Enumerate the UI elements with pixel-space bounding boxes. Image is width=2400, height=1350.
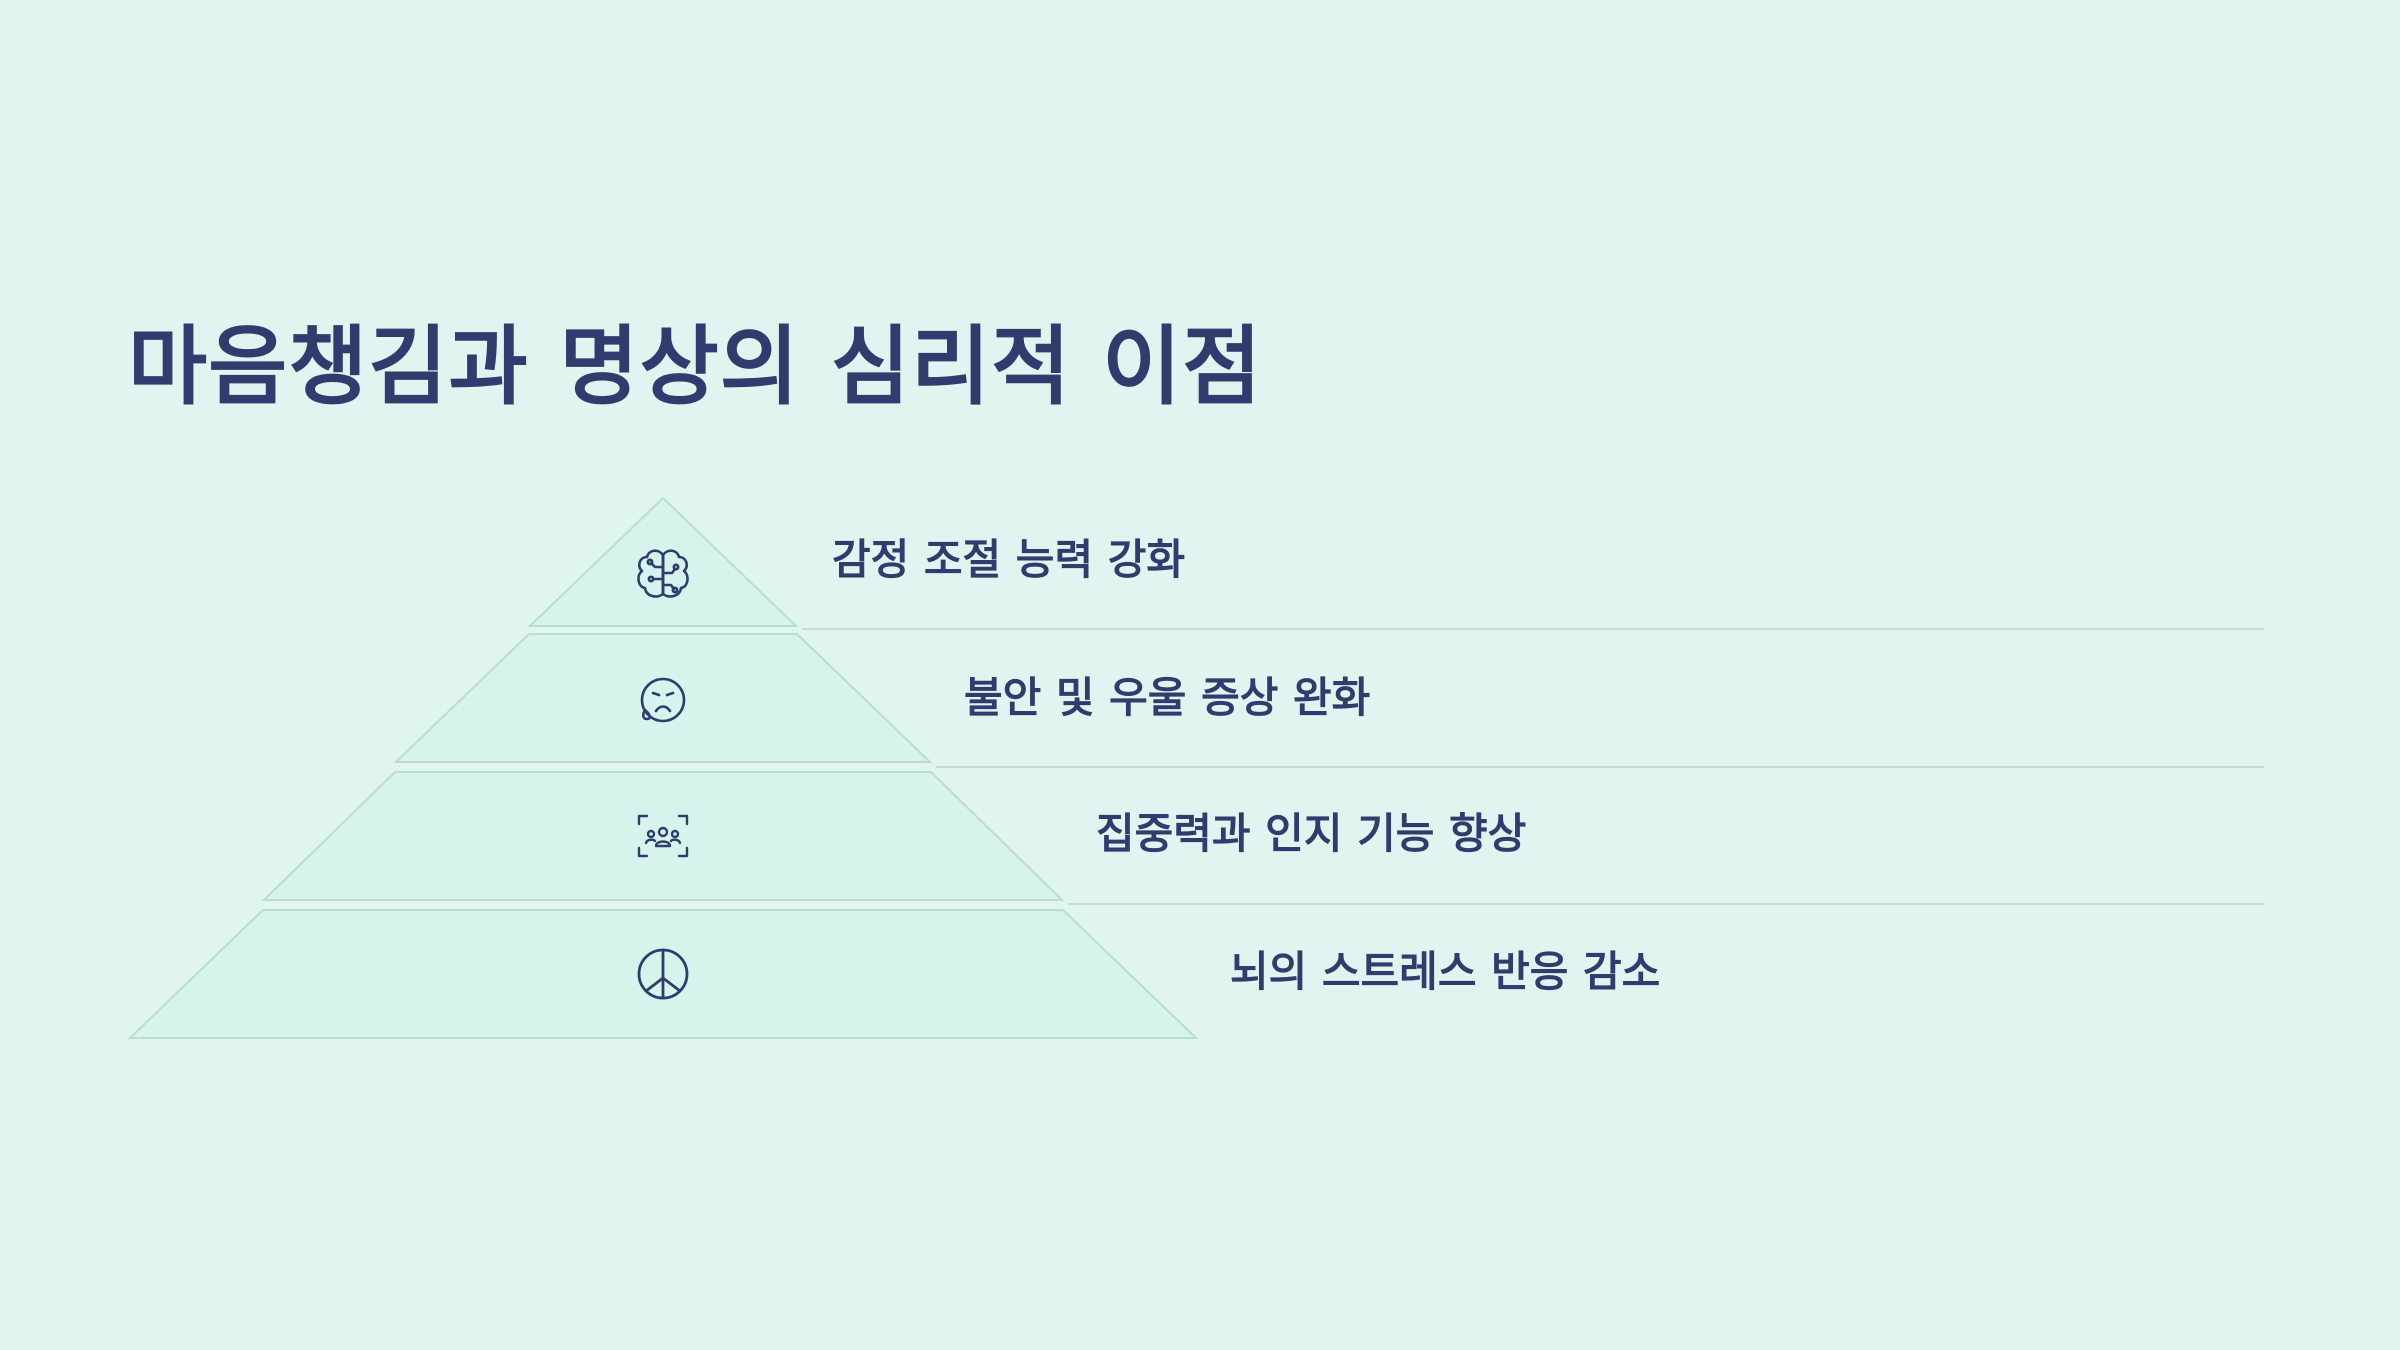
peace-sign-icon (637, 948, 689, 1000)
tier-label-3: 집중력과 인지 기능 향상 (1096, 809, 1527, 858)
page-title: 마음챙김과 명상의 심리적 이점 (128, 317, 1263, 417)
tier-label-1: 감정 조절 능력 강화 (832, 535, 1185, 584)
tier-label-4: 뇌의 스트레스 반응 감소 (1230, 947, 1661, 996)
brain-circuit-icon (637, 549, 689, 598)
tier-label-2: 불안 및 우울 증상 완화 (964, 673, 1371, 722)
sad-face-icon (640, 677, 686, 723)
pyramid-tier-2 (393, 633, 933, 763)
group-focus-icon (637, 814, 689, 858)
